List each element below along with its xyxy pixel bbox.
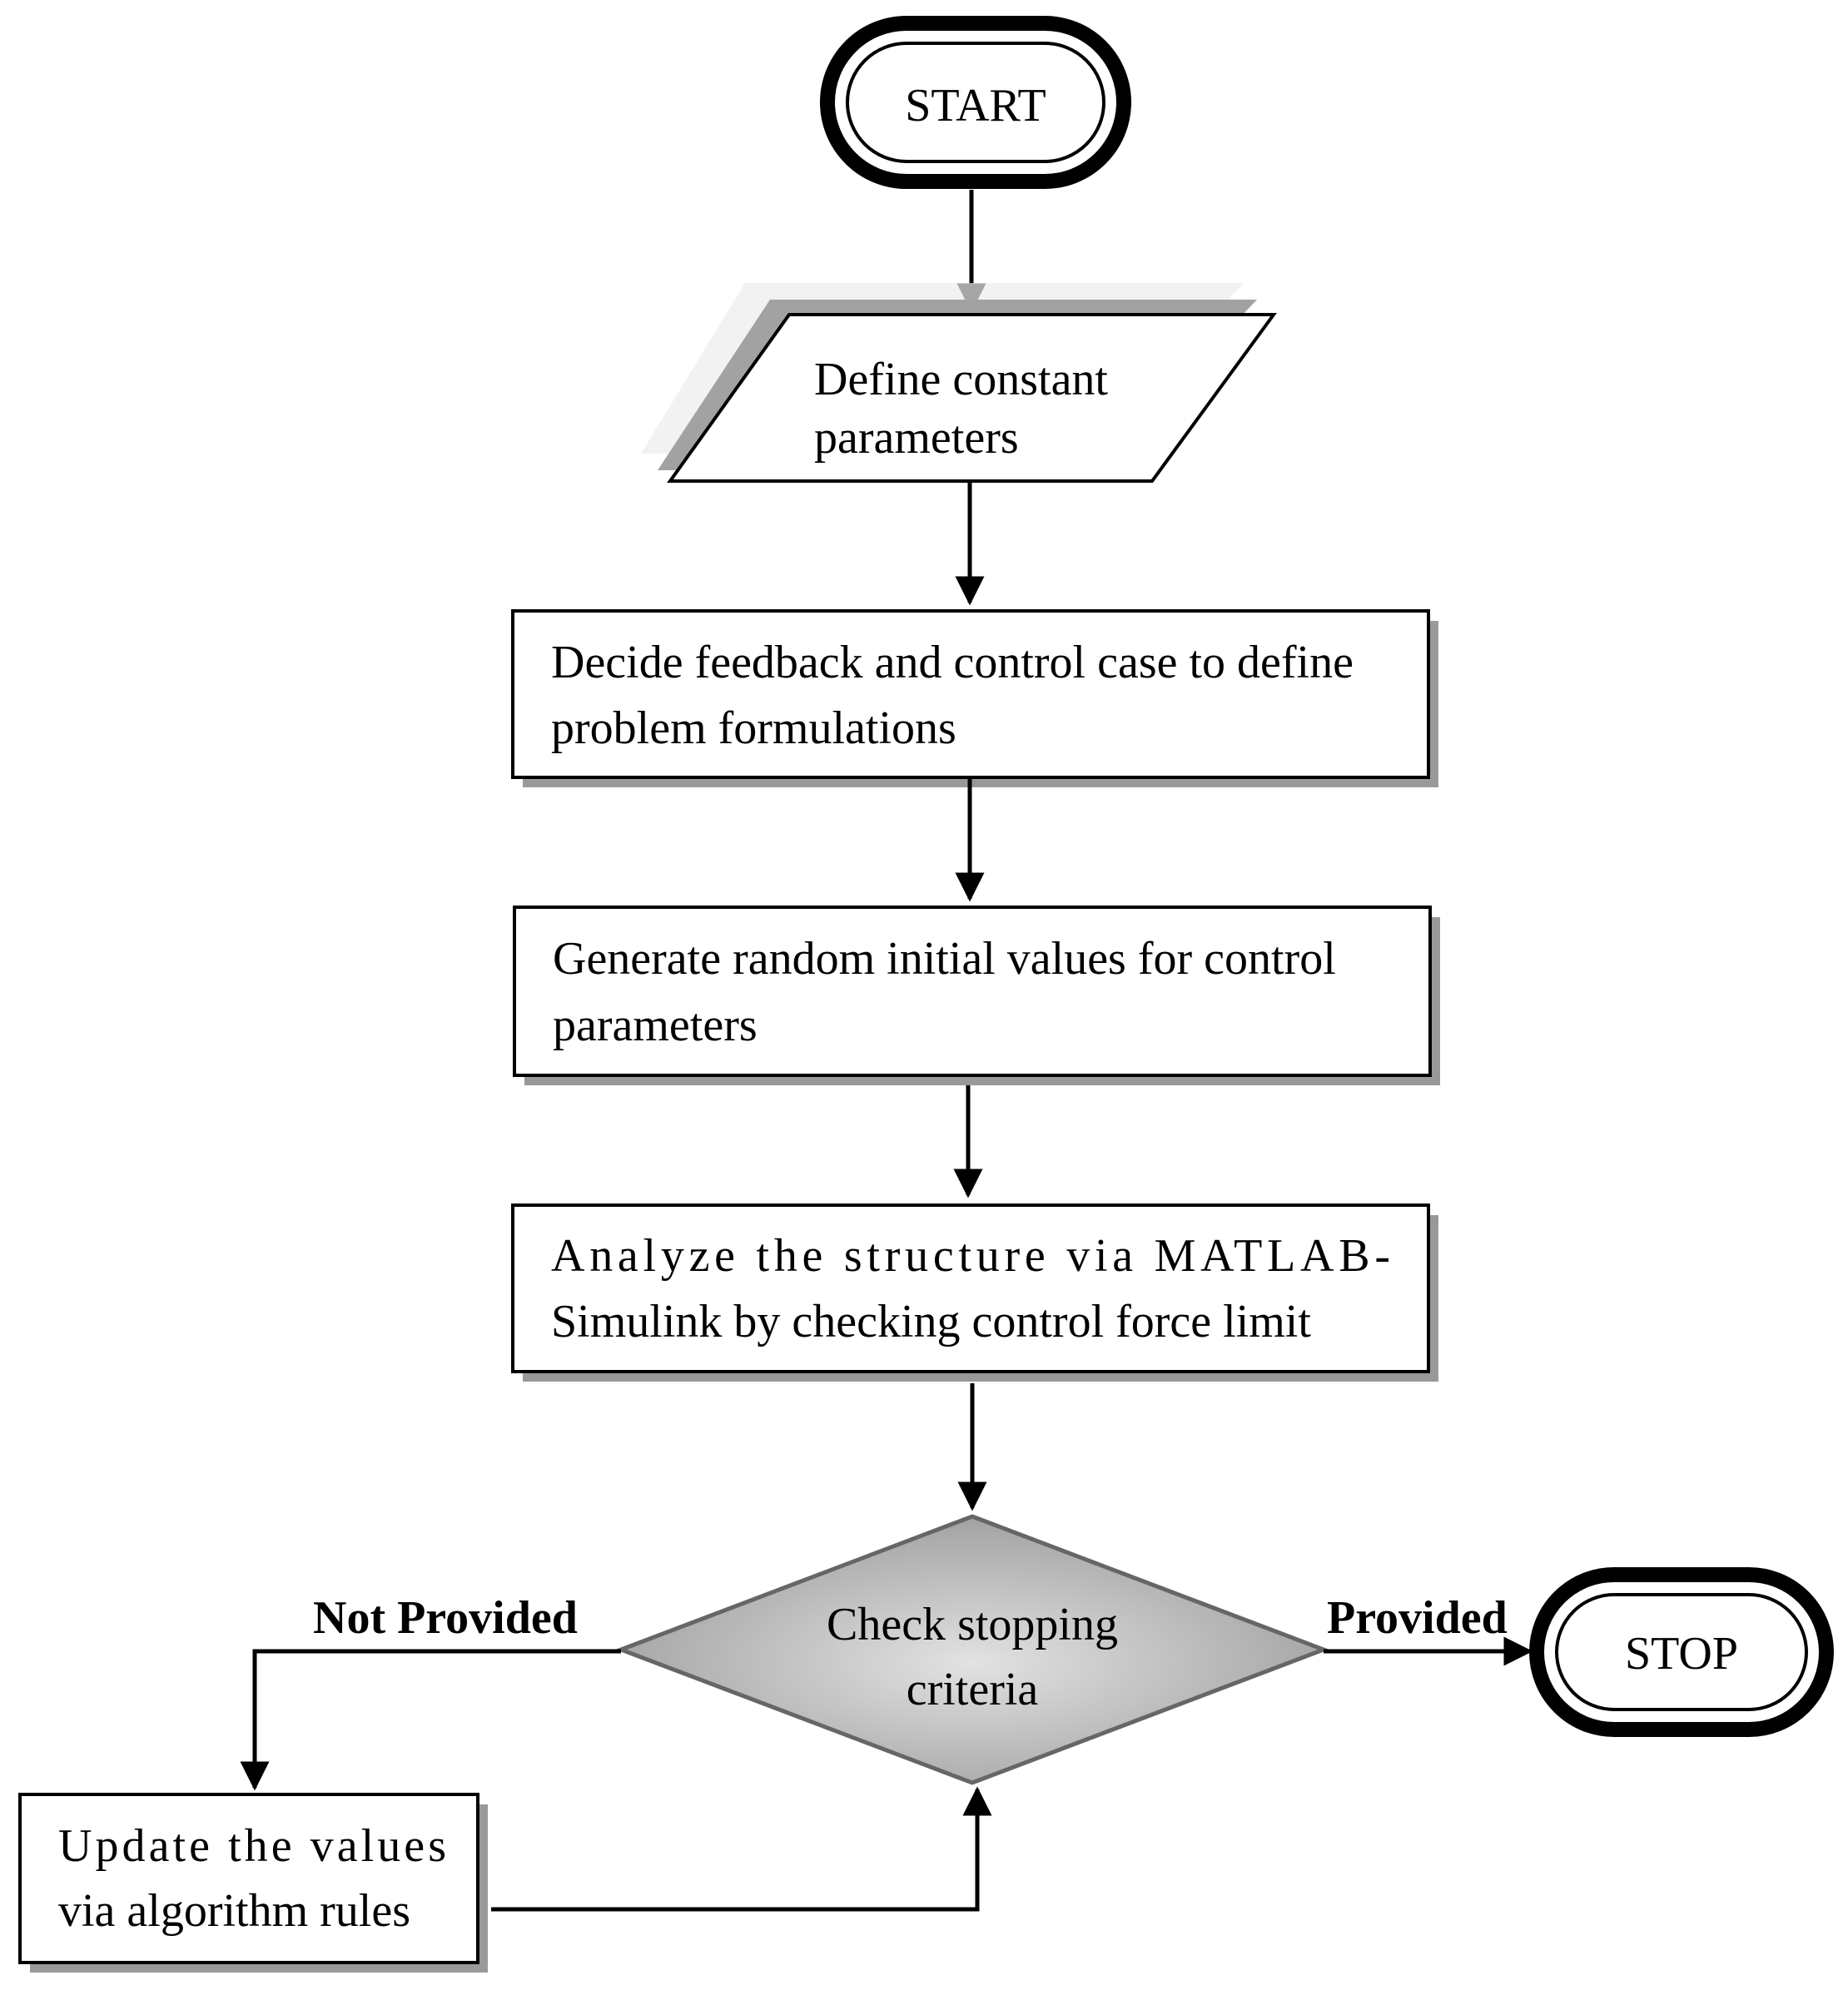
edge-label-not-provided: Not Provided <box>313 1592 578 1644</box>
update-node: Update the values via algorithm rules <box>18 1793 488 1973</box>
check-criteria-node: Check stopping criteria <box>614 1514 1330 1785</box>
define-parameters-line1: Define constant <box>814 354 1108 405</box>
decide-node: Decide feedback and control case to defi… <box>511 609 1438 787</box>
update-line1: Update the values <box>58 1820 446 1872</box>
define-parameters-line2: parameters <box>814 412 1019 464</box>
generate-node: Generate random initial values for contr… <box>513 906 1440 1085</box>
decide-line1: Decide feedback and control case to defi… <box>551 637 1354 688</box>
stop-label: STOP <box>1625 1628 1738 1680</box>
generate-line2: parameters <box>553 1000 758 1051</box>
start-terminal: START <box>820 16 1131 189</box>
edge-check-update <box>240 1649 621 1791</box>
check-criteria-line1: Check stopping <box>827 1599 1118 1650</box>
analyze-line1: Analyze the structure via MATLAB- <box>551 1230 1390 1282</box>
analyze-node: Analyze the structure via MATLAB- Simuli… <box>511 1203 1438 1382</box>
edge-label-provided: Provided <box>1327 1592 1508 1644</box>
edge-update-check <box>491 1786 992 1912</box>
check-criteria-line2: criteria <box>907 1664 1039 1715</box>
define-parameters-node: Define constant parameters <box>641 283 1277 483</box>
stop-terminal: STOP <box>1529 1567 1834 1737</box>
update-line2: via algorithm rules <box>58 1885 410 1937</box>
analyze-line2: Simulink by checking control force limit <box>551 1296 1311 1347</box>
generate-line1: Generate random initial values for contr… <box>553 933 1336 985</box>
decide-line2: problem formulations <box>551 702 956 754</box>
start-label: START <box>905 80 1046 132</box>
